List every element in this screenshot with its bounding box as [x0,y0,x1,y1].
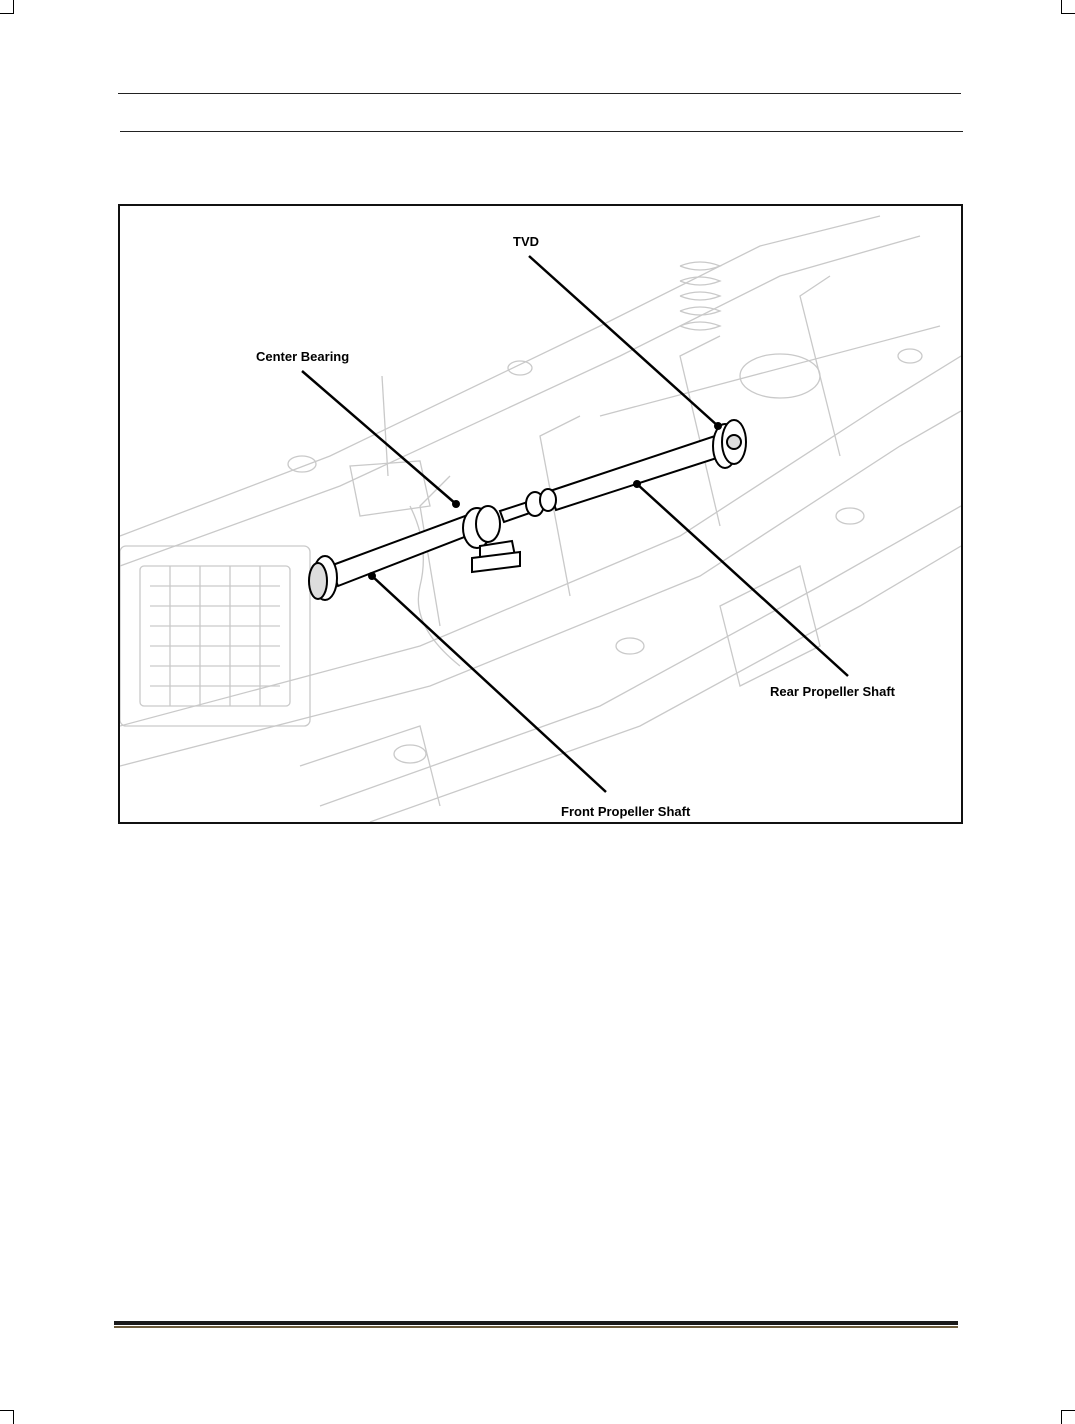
header-rule-bottom [120,131,963,132]
callout-center-bearing: Center Bearing [256,349,350,364]
callout-rear-propeller-shaft: Rear Propeller Shaft [770,684,895,699]
footer-rule-accent [114,1326,958,1328]
chassis-illustration [120,215,961,822]
crop-mark-bottom-left [0,1410,14,1424]
callout-tvd: TVD [513,234,539,249]
footer-rule [114,1321,958,1325]
callout-front-propeller-shaft: Front Propeller Shaft [561,804,691,819]
crop-mark-bottom-right [1061,1410,1075,1424]
crop-mark-top-left [0,0,14,14]
crop-mark-top-right [1061,0,1075,14]
header-rule-top [118,93,961,94]
propeller-shaft-figure: TVD Center Bearing Rear Propeller Shaft … [118,204,963,824]
